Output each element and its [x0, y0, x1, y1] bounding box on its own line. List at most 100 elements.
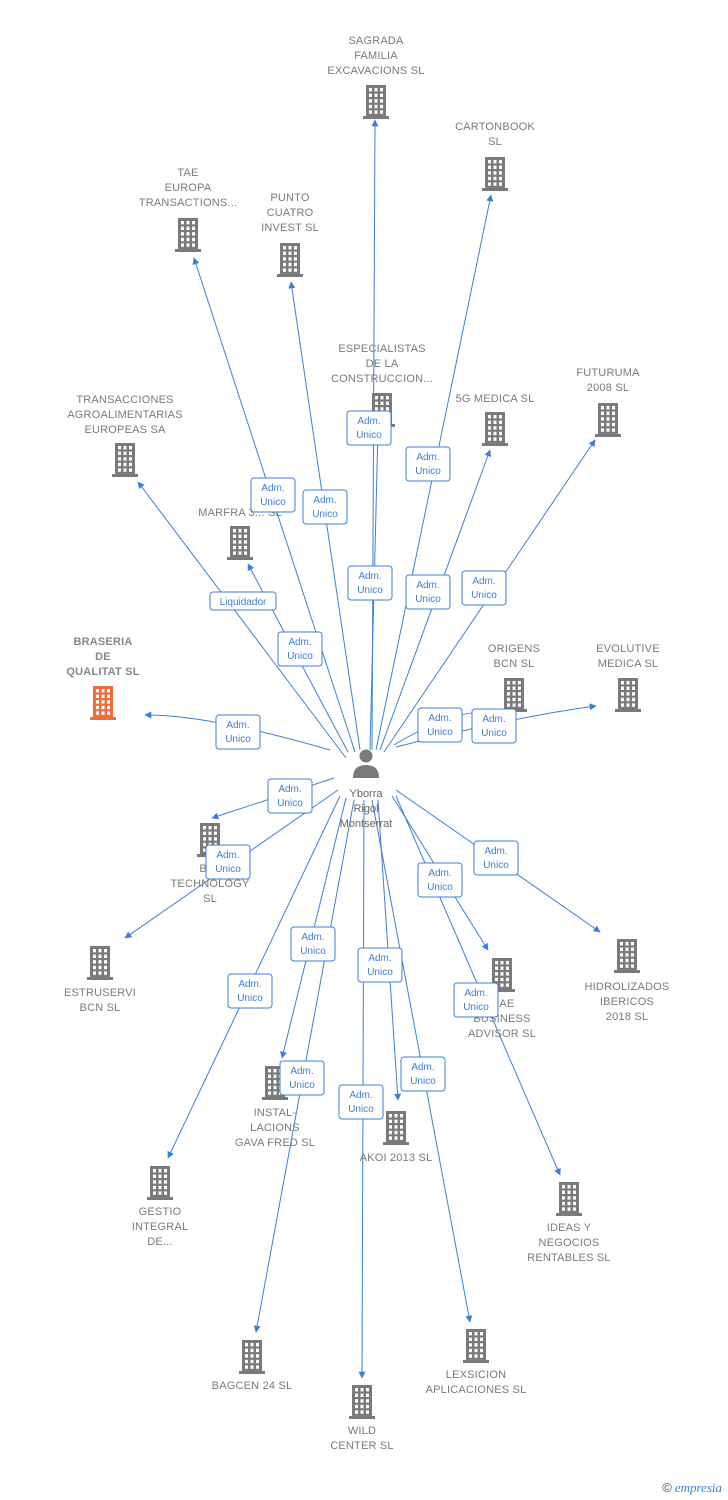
- role-box: [405, 574, 451, 610]
- building-icon: [556, 1182, 582, 1216]
- company-name-line: BAGCEN 24 SL: [212, 1380, 293, 1392]
- building-icon: [614, 939, 640, 973]
- company-name-line: 2018 SL: [606, 1011, 648, 1023]
- company-node-ideas[interactable]: IDEAS Y NEGOCIOS RENTABLES SL: [527, 1182, 611, 1264]
- company-name-line: FUTURUMA: [576, 367, 640, 379]
- building-icon: [383, 1111, 409, 1145]
- company-node-marfra[interactable]: MARFRA 3... SL: [198, 507, 282, 560]
- role-text: Adm.: [472, 576, 495, 587]
- role-text: Adm.: [358, 571, 381, 582]
- company-name-line: IDEAS Y: [547, 1222, 592, 1234]
- brand-logo-text: empresia: [674, 1480, 722, 1495]
- company-node-bagcen[interactable]: BAGCEN 24 SL: [212, 1340, 293, 1392]
- company-name-line: INTEGRAL: [132, 1221, 189, 1233]
- role-label-origens[interactable]: Adm.Unico: [417, 707, 463, 743]
- role-label-estruservi[interactable]: Adm.Unico: [267, 778, 313, 814]
- company-name-line: CARTONBOOK: [455, 121, 535, 133]
- role-label-marfra[interactable]: Adm. Unico: [277, 631, 323, 667]
- role-label-5g-medica[interactable]: Adm.Unico: [405, 574, 451, 610]
- company-name-line: WILD: [348, 1425, 376, 1437]
- role-text: Liquidador: [220, 597, 267, 608]
- company-name-line: AKOI 2013 SL: [360, 1152, 433, 1164]
- person-name-line: Yborra: [349, 788, 383, 800]
- role-label-akoi[interactable]: Adm.Unico: [357, 947, 403, 983]
- role-text: Unico: [367, 967, 393, 978]
- role-text: Unico: [287, 651, 313, 662]
- role-text: Adm.: [301, 932, 324, 943]
- role-label-punto-cuatro[interactable]: Adm.Unico: [302, 489, 348, 525]
- role-label-tae-europa[interactable]: Adm.Unico: [250, 477, 296, 513]
- company-name-line: APLICACIONES SL: [426, 1384, 527, 1396]
- role-text: Unico: [312, 509, 338, 520]
- edges-layer: [124, 119, 601, 1379]
- role-box: [205, 844, 251, 880]
- company-name-line: TRANSACTIONS...: [139, 197, 237, 209]
- role-box: [346, 410, 392, 446]
- company-node-akoi[interactable]: AKOI 2013 SL: [360, 1111, 433, 1164]
- person-name-line: Montserrat: [340, 818, 393, 830]
- role-box: [338, 1084, 384, 1120]
- role-label-transacciones[interactable]: Liquidador: [209, 591, 277, 611]
- role-label-cartonbook[interactable]: Adm.Unico: [405, 446, 451, 482]
- building-icon: [112, 443, 138, 477]
- role-label-instal[interactable]: Adm. Unico: [290, 926, 336, 962]
- role-label-lexsicion[interactable]: Adm.Unico: [400, 1056, 446, 1092]
- company-name-line: 5G MEDICA SL: [456, 393, 535, 405]
- company-node-5g-medica[interactable]: 5G MEDICA SL: [456, 393, 535, 446]
- company-name-line: 2008 SL: [587, 382, 629, 394]
- role-label-gestio[interactable]: Adm.Unico: [227, 973, 273, 1009]
- company-node-cartonbook[interactable]: CARTONBOOK SL: [455, 121, 535, 191]
- role-label-sagrada[interactable]: Adm.Unico: [346, 410, 392, 446]
- company-name-line: ESPECIALISTAS: [338, 343, 425, 355]
- role-label-evolutive[interactable]: Adm.Unico: [471, 708, 517, 744]
- building-icon: [463, 1329, 489, 1363]
- company-name-line: LEXSICION: [446, 1369, 507, 1381]
- company-name-line: NEGOCIOS: [539, 1237, 600, 1249]
- role-text: Adm.: [216, 850, 239, 861]
- role-label-especialistas[interactable]: Adm.Unico: [347, 565, 393, 601]
- role-box: [453, 982, 499, 1018]
- role-label-wild[interactable]: Adm.Unico: [338, 1084, 384, 1120]
- role-text: Unico: [300, 946, 326, 957]
- role-label-futuruma[interactable]: Adm.Unico: [461, 570, 507, 606]
- company-name-line: RENTABLES SL: [527, 1252, 611, 1264]
- role-text: Adm.: [349, 1090, 372, 1101]
- company-name-line: TECHNOLOGY: [170, 878, 249, 890]
- role-label-tae-business[interactable]: Adm.Unico: [417, 862, 463, 898]
- role-text: Adm.: [226, 720, 249, 731]
- company-node-tae-europa[interactable]: TAEEUROPATRANSACTIONS...: [139, 167, 237, 252]
- role-label-b-technology[interactable]: Adm.Unico: [205, 844, 251, 880]
- role-text: Adm.: [428, 868, 451, 879]
- role-label-ideas[interactable]: Adm.Unico: [453, 982, 499, 1018]
- role-box: [267, 778, 313, 814]
- role-label-bagcen[interactable]: Adm.Unico: [279, 1060, 325, 1096]
- building-icon: [227, 526, 253, 560]
- building-icon: [501, 678, 527, 712]
- company-name-line: SL: [488, 136, 502, 148]
- role-label-braseria[interactable]: Adm.Unico: [215, 714, 261, 750]
- role-text: Adm.: [288, 637, 311, 648]
- brand-watermark: ©empresia: [662, 1480, 722, 1496]
- role-box: [473, 840, 519, 876]
- company-name-line: TAE: [177, 167, 198, 179]
- company-node-gestio[interactable]: GESTIOINTEGRALDE...: [132, 1166, 189, 1248]
- role-text: Adm.: [482, 714, 505, 725]
- company-node-futuruma[interactable]: FUTURUMA 2008 SL: [576, 367, 640, 437]
- role-text: Unico: [260, 497, 286, 508]
- role-label-hidrolizados[interactable]: Adm.Unico: [473, 840, 519, 876]
- company-node-lexsicion[interactable]: LEXSICION APLICACIONES SL: [426, 1329, 527, 1396]
- company-name-line: DE: [95, 651, 111, 663]
- building-icon: [482, 412, 508, 446]
